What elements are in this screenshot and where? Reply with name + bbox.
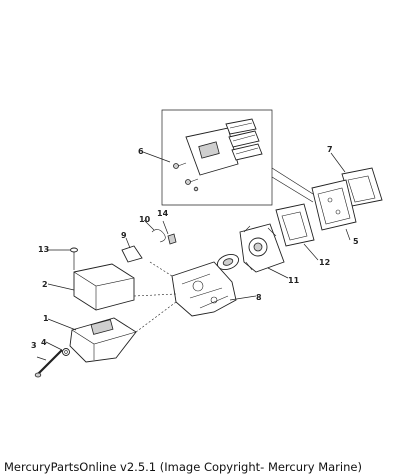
linkage-parts: [121, 229, 177, 263]
alignment-lines: [133, 261, 177, 333]
silencer-assembly: [34, 247, 137, 378]
callout-6: 6: [138, 147, 144, 156]
callout-1: 1: [43, 314, 49, 323]
reed-detail-inset: [161, 109, 314, 206]
copyright-footer: MercuryPartsOnline v2.5.1 (Image Copyrig…: [4, 460, 362, 474]
crankcase-8: [171, 253, 240, 317]
callout-4: 4: [41, 338, 47, 347]
callout-14: 14: [157, 209, 169, 218]
callout-13: 13: [38, 245, 49, 254]
spring-10: [151, 229, 166, 243]
callout-3: 3: [31, 341, 37, 350]
gasket-12: [275, 203, 315, 247]
callout-8: 8: [256, 293, 262, 302]
callout-2: 2: [42, 280, 48, 289]
clip-14: [167, 233, 177, 245]
callout-7: 7: [327, 145, 333, 154]
carburetor-11: [239, 223, 285, 273]
callout-leaders: [36, 151, 351, 361]
silencer-base-1: [69, 317, 137, 363]
reed-block-assembly: [311, 167, 383, 231]
callout-12: 12: [319, 258, 330, 267]
callout-9: 9: [121, 231, 127, 240]
bracket-9: [121, 245, 143, 263]
silencer-cover-2: [73, 263, 135, 311]
callout-5: 5: [353, 237, 359, 246]
callout-10: 10: [139, 215, 151, 224]
callout-11: 11: [288, 276, 300, 285]
